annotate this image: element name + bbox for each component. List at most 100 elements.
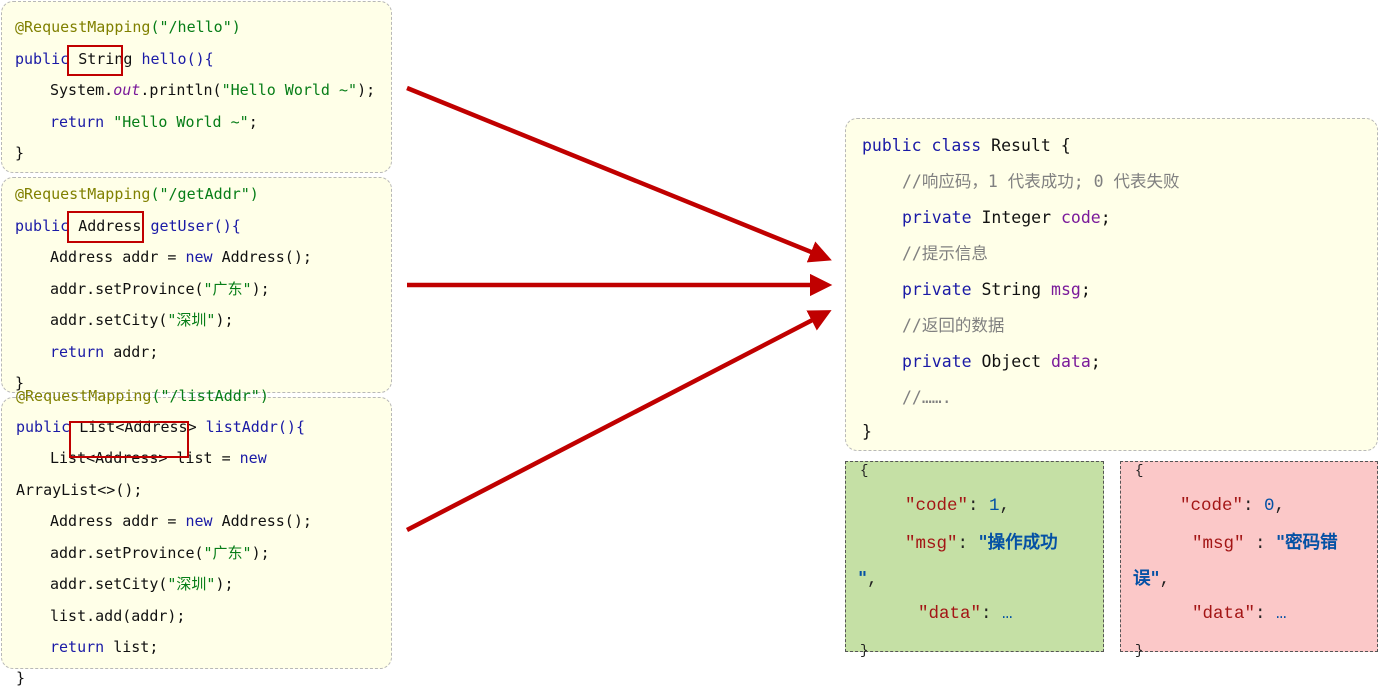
code-line: return addr; <box>50 342 158 362</box>
json-line: "data": … <box>918 603 1013 625</box>
code-token: "深圳" <box>167 311 216 329</box>
code-token: Address addr = <box>50 512 186 530</box>
code-comment: //响应码，1 代表成功; 0 代表失败 <box>902 172 1180 191</box>
annotation: @RequestMapping <box>15 18 151 36</box>
keyword: public <box>15 50 70 68</box>
code-line: @RequestMapping("/hello") <box>15 17 241 37</box>
code-token: addr; <box>104 343 159 361</box>
code-line: addr.setProvince("广东"); <box>50 279 270 299</box>
json-brace: } <box>1135 643 1144 659</box>
mapping-path: ("/getAddr") <box>150 185 259 203</box>
code-panel-hello <box>1 1 392 173</box>
code-token: "Hello World ~" <box>221 81 358 99</box>
code-panel-listaddr <box>1 397 392 669</box>
arrow-listaddr-to-result <box>405 310 832 532</box>
keyword: return <box>50 113 105 131</box>
json-key: "msg" <box>1192 534 1245 554</box>
code-line: addr.setCity("深圳"); <box>50 574 234 594</box>
code-token: ); <box>251 280 270 298</box>
keyword: private <box>902 280 972 299</box>
json-error-box <box>1120 461 1378 652</box>
json-line: "msg" : "密码错 <box>1192 532 1338 555</box>
code-line: @RequestMapping("/listAddr") <box>16 386 269 406</box>
code-line: } <box>16 669 26 687</box>
mapping-path: ("/listAddr") <box>151 387 269 405</box>
keyword: new <box>185 248 213 266</box>
code-token: "广东" <box>203 280 252 298</box>
code-line: @RequestMapping("/getAddr") <box>15 184 259 204</box>
field-name: code <box>1060 208 1101 227</box>
json-key: "data" <box>1192 604 1256 624</box>
code-token: "Hello World ~" <box>113 113 249 131</box>
json-value: … <box>1002 604 1013 624</box>
json-punct: , <box>1159 570 1171 590</box>
return-type: Address <box>78 217 142 235</box>
json-key: "msg" <box>905 534 958 554</box>
json-brace: { <box>860 463 869 479</box>
code-token: addr.setCity( <box>50 575 168 593</box>
json-value: "操作成功 <box>978 533 1058 553</box>
json-value: 0 <box>1264 496 1275 516</box>
code-line: } <box>15 374 25 392</box>
keyword: new <box>185 512 213 530</box>
mapping-path: ("/hello") <box>150 18 241 36</box>
code-line: List<Address> list = new <box>50 448 267 468</box>
code-line: private String msg; <box>902 280 1091 300</box>
json-value: 误" <box>1133 569 1160 589</box>
json-value: " <box>858 569 868 589</box>
code-line: Address addr = new Address(); <box>50 511 312 531</box>
code-token: ); <box>357 81 376 99</box>
code-line: } <box>862 422 872 441</box>
return-type-highlight <box>67 45 123 76</box>
code-token: addr.setCity( <box>50 311 168 329</box>
code-comment: //返回的数据 <box>902 316 1005 335</box>
code-token: Address(); <box>212 248 312 266</box>
method-name: listAddr(){ <box>205 418 305 436</box>
json-line: "code": 1, <box>905 495 1010 517</box>
code-token: ; <box>1080 280 1091 299</box>
json-line: "code": 0, <box>1180 495 1285 517</box>
keyword: new <box>239 449 267 467</box>
code-comment: //提示信息 <box>902 244 988 263</box>
json-punct: : <box>1244 534 1277 554</box>
json-value: 1 <box>989 496 1000 516</box>
json-line: "data": … <box>1192 603 1287 625</box>
field-name: msg <box>1051 280 1081 299</box>
json-key: "code" <box>1180 496 1244 516</box>
json-key: "data" <box>918 604 982 624</box>
field-name: data <box>1051 352 1091 371</box>
keyword: public <box>862 136 922 155</box>
arrow-hello-to-result <box>406 85 832 263</box>
code-token: Address addr = <box>50 248 186 266</box>
json-success-box <box>845 461 1104 652</box>
code-line: private Object data; <box>902 352 1101 372</box>
json-value: … <box>1276 604 1287 624</box>
return-type-highlight <box>67 211 144 243</box>
json-punct: : <box>1255 604 1277 624</box>
return-type-highlight <box>69 421 189 458</box>
code-panel-getaddr <box>1 177 392 393</box>
code-line: public String hello(){ <box>15 49 214 69</box>
method-name: hello(){ <box>141 50 214 68</box>
code-line: } <box>15 144 25 162</box>
keyword: return <box>50 638 105 656</box>
code-token: ); <box>215 575 234 593</box>
code-token: ; <box>248 113 258 131</box>
code-token: Address(); <box>212 512 312 530</box>
keyword: return <box>50 343 105 361</box>
code-line: addr.setCity("深圳"); <box>50 310 234 330</box>
code-token: Object <box>971 352 1052 371</box>
code-token: "广东" <box>203 544 252 562</box>
code-token: String <box>971 280 1052 299</box>
code-token: addr.setProvince( <box>50 280 204 298</box>
json-punct: : <box>1243 496 1265 516</box>
code-token: List<Address> list = <box>50 449 240 467</box>
code-token: out <box>113 81 141 99</box>
code-token: ; <box>1090 352 1101 371</box>
result-class-panel <box>845 118 1378 451</box>
code-token: Integer <box>971 208 1061 227</box>
json-punct: , <box>1274 496 1286 516</box>
keyword: private <box>902 208 972 227</box>
code-token: list; <box>104 638 159 656</box>
json-punct: , <box>999 496 1011 516</box>
